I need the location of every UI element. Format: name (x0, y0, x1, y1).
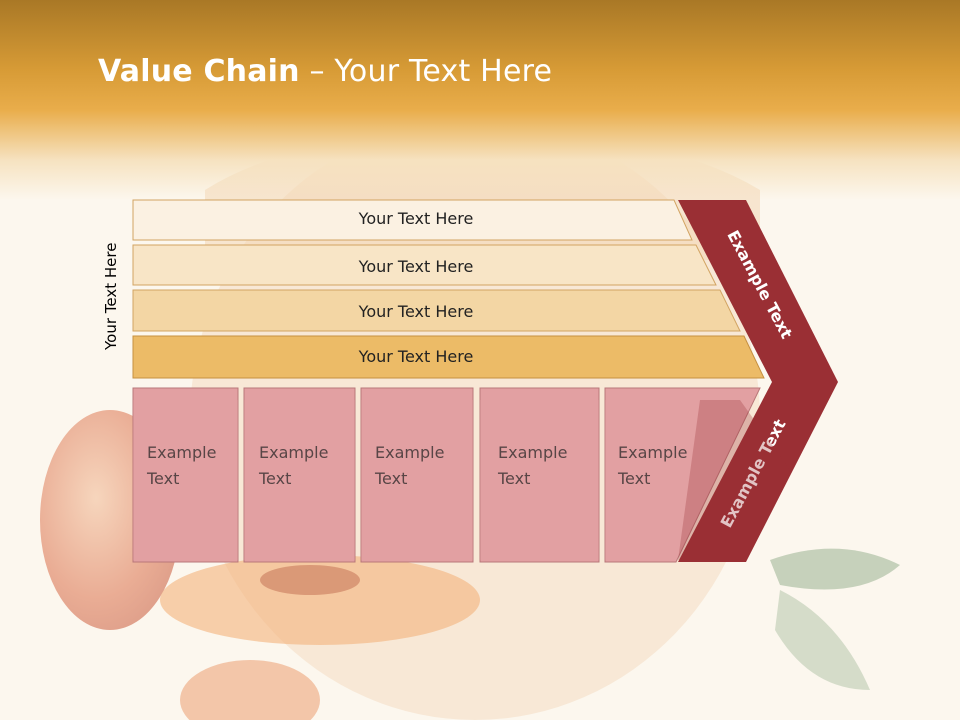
margin-arrow-top (678, 200, 838, 382)
primary-box-2 (243, 387, 356, 563)
support-row-1 (132, 199, 693, 241)
box-3-line-2: Text (375, 466, 444, 492)
primary-box-5 (604, 387, 761, 563)
support-row-4-label: Your Text Here (358, 347, 474, 366)
box-2-line-2: Text (259, 466, 328, 492)
box-4-line-2: Text (498, 466, 567, 492)
support-row-3-label: Your Text Here (358, 302, 474, 321)
title-bar (0, 0, 960, 200)
box-3-line-1: Example (375, 440, 444, 466)
support-row-1-label: Your Text Here (358, 209, 474, 228)
slide-title: Value Chain – Your Text Here (98, 54, 552, 89)
margin-arrow-bottom (678, 382, 838, 562)
box-2-line-1: Example (259, 440, 328, 466)
support-row-4 (132, 335, 765, 379)
diagram-reflection (133, 400, 790, 560)
primary-box-4 (479, 387, 600, 563)
box-5-line-2: Text (618, 466, 687, 492)
primary-box-3 (360, 387, 474, 563)
box-1-line-2: Text (147, 466, 216, 492)
primary-box-1 (132, 387, 239, 563)
title-bold: Value Chain (98, 54, 300, 89)
box-5-line-1: Example (618, 440, 687, 466)
support-row-2 (132, 244, 717, 286)
support-row-3 (132, 289, 741, 332)
support-row-2-label: Your Text Here (358, 257, 474, 276)
box-4-line-1: Example (498, 440, 567, 466)
title-rest: – Your Text Here (299, 54, 553, 89)
box-1-line-1: Example (147, 440, 216, 466)
